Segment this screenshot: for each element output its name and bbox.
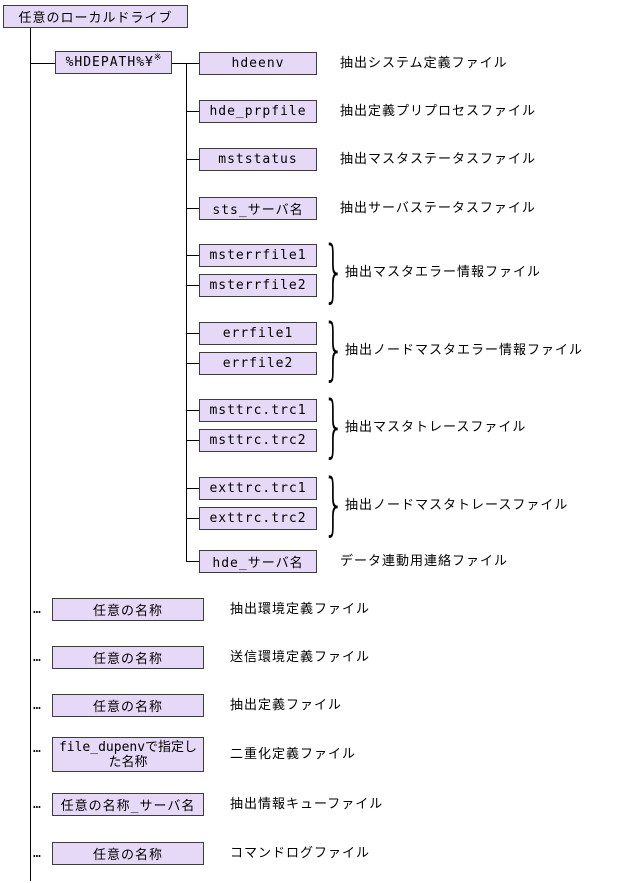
tree-connector-line: [186, 333, 199, 334]
hdepath-note-marker: ※: [153, 52, 162, 63]
tree-connector-line: [186, 255, 199, 256]
box-queue-file: 任意の名称_サーバ名: [52, 793, 204, 816]
box-hdepath-label: %HDEPATH%¥: [65, 55, 154, 70]
box-extract-env-def: 任意の名称: [52, 598, 204, 621]
grouping-brace-errfile: }: [323, 310, 345, 389]
file-description: 抽出ノードマスタエラー情報ファイル: [345, 343, 584, 358]
file-name: 任意の名称: [92, 652, 163, 667]
file-name: sts_サーバ名: [212, 203, 304, 218]
file-name-line2: た名称: [108, 754, 148, 770]
box-exttrc-trc2: exttrc.trc2: [199, 507, 317, 530]
file-description: 抽出定義ファイル: [230, 698, 343, 713]
tree-connector-line: [186, 518, 199, 519]
path-ellipsis: …: [33, 698, 41, 713]
file-description: 抽出マスタエラー情報ファイル: [345, 265, 542, 280]
box-hde-prpfile: hde_prpfile: [199, 100, 317, 123]
path-ellipsis: …: [33, 741, 41, 756]
file-name: hde_prpfile: [209, 104, 307, 119]
file-description: 抽出サーバステータスファイル: [340, 201, 536, 216]
grouping-brace-msttrc: }: [323, 387, 345, 466]
file-description: 二重化定義ファイル: [230, 747, 357, 762]
file-description: 抽出ノードマスタトレースファイル: [345, 498, 569, 513]
file-description: 抽出システム定義ファイル: [340, 56, 508, 71]
box-msttrc-trc2: msttrc.trc2: [199, 429, 317, 452]
box-msterrfile2: msterrfile2: [199, 274, 317, 297]
box-hde-servername: hde_サーバ名: [199, 550, 317, 573]
file-description: 抽出マスタステータスファイル: [340, 152, 537, 167]
box-command-log: 任意の名称: [52, 842, 204, 865]
file-name: 任意の名称_サーバ名: [60, 799, 196, 814]
file-name: 任意の名称: [92, 848, 163, 863]
path-ellipsis: …: [33, 650, 41, 665]
tree-connector-line: [186, 159, 199, 160]
box-file-dupenv-name: file_dupenvで指定し た名称: [52, 737, 204, 772]
path-ellipsis: …: [33, 797, 41, 812]
tree-connector-line: [186, 285, 199, 286]
file-name: errfile2: [222, 356, 294, 371]
box-msttrc-trc1: msttrc.trc1: [199, 399, 317, 422]
file-description: 送信環境定義ファイル: [230, 650, 371, 665]
box-mststatus: mststatus: [199, 148, 317, 171]
grouping-brace-msterr: }: [323, 232, 345, 311]
box-local-drive-label: 任意のローカルドライブ: [18, 11, 173, 26]
file-name: errfile1: [222, 326, 294, 341]
tree-branch-line-hdepath: [30, 63, 55, 64]
tree-connector-line: [186, 440, 199, 441]
tree-connector-line: [186, 561, 199, 562]
tree-line-hdepath-out: [172, 63, 199, 64]
file-name: msterrfile1: [209, 248, 307, 263]
tree-connector-line: [186, 111, 199, 112]
box-local-drive: 任意のローカルドライブ: [3, 5, 188, 28]
path-ellipsis: …: [33, 846, 41, 861]
path-ellipsis: …: [33, 602, 41, 617]
box-send-env-def: 任意の名称: [52, 646, 204, 669]
file-name: msttrc.trc2: [209, 433, 307, 448]
grouping-brace-exttrc: }: [323, 465, 345, 544]
file-name: 任意の名称: [92, 604, 163, 619]
tree-connector-line: [186, 410, 199, 411]
box-msterrfile1: msterrfile1: [199, 244, 317, 267]
file-name: exttrc.trc1: [209, 481, 307, 496]
tree-connector-line: [186, 363, 199, 364]
tree-trunk-line: [30, 28, 31, 881]
file-description: コマンドログファイル: [230, 846, 371, 861]
file-description: データ連動用連絡ファイル: [340, 554, 509, 569]
box-errfile2: errfile2: [199, 352, 317, 375]
box-hdeenv: hdeenv: [199, 52, 317, 75]
file-name: msttrc.trc1: [209, 403, 307, 418]
file-name: exttrc.trc2: [209, 511, 307, 526]
file-name-line1: file_dupenvで指定し: [58, 739, 198, 755]
tree-child-spine-line: [186, 63, 187, 562]
tree-connector-line: [186, 488, 199, 489]
box-hdepath: %HDEPATH%¥※: [55, 51, 172, 74]
file-description: 抽出マスタトレースファイル: [345, 420, 527, 435]
box-extract-def: 任意の名称: [52, 694, 204, 717]
box-exttrc-trc1: exttrc.trc1: [199, 477, 317, 500]
file-name: msterrfile2: [209, 278, 307, 293]
file-name: mststatus: [218, 152, 298, 167]
box-errfile1: errfile1: [199, 322, 317, 345]
file-description: 抽出環境定義ファイル: [230, 602, 371, 617]
file-description: 抽出定義プリプロセスファイル: [340, 104, 537, 119]
box-sts-servername: sts_サーバ名: [199, 197, 317, 220]
file-name: hde_サーバ名: [212, 556, 304, 571]
file-description: 抽出情報キューファイル: [230, 797, 384, 812]
tree-connector-line: [186, 208, 199, 209]
file-name: 任意の名称: [92, 700, 163, 715]
file-name: hdeenv: [231, 56, 285, 71]
